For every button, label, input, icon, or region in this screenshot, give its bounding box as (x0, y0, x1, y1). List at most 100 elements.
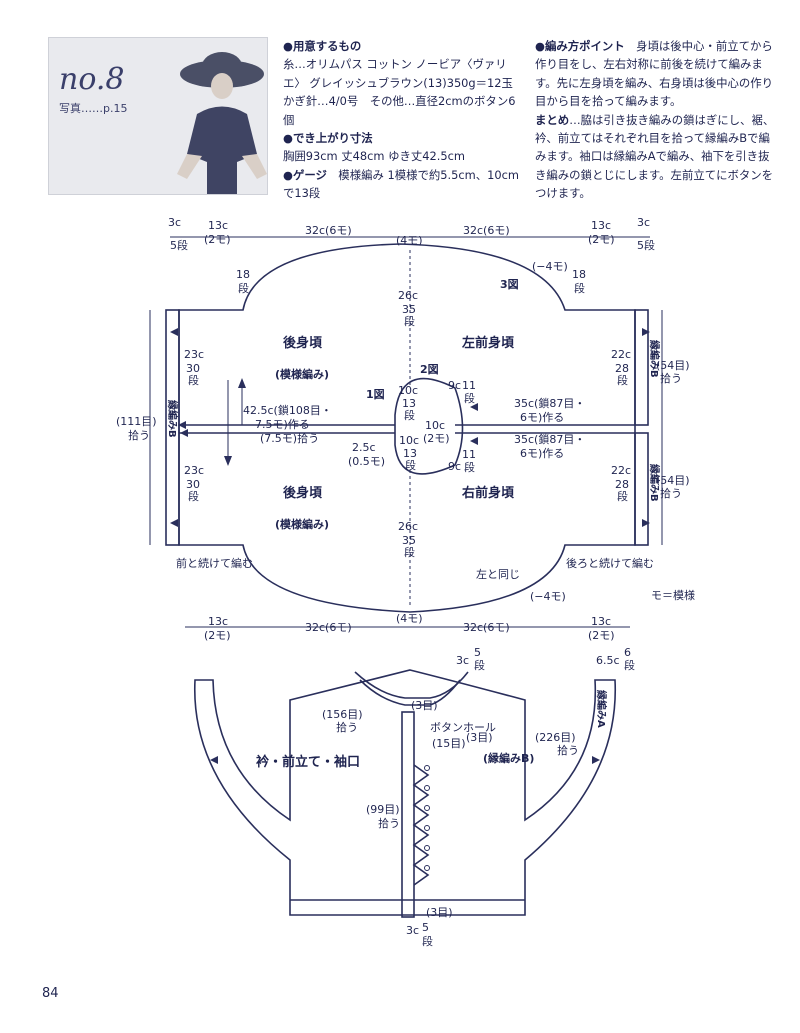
dim-top-32c-right: 32c(6モ) (463, 224, 510, 237)
dim-28-bot-dan: 段 (617, 489, 628, 503)
d2-5-top: 5 (474, 646, 481, 659)
pick-back: (7.5モ)拾う (260, 431, 319, 445)
dim-22-top: 22c (611, 348, 631, 361)
dim-26-top: 26c (398, 289, 418, 302)
knitting-points-section: ●編み方ポイント 身頃は後中心・前立てから作り目をし、左右対称に前後を続けて編み… (535, 37, 775, 203)
materials-section: ●用意するもの 糸…オリムパス コットン ノービア〈ヴァリエ〉 グレイッシュブラ… (283, 37, 523, 203)
gauge-title: ●ゲージ (283, 167, 327, 182)
dim-30-top-dan: 段 (188, 373, 199, 387)
dim-2mo: (2モ) (423, 432, 450, 445)
pick-54-a-b: 拾う (660, 371, 682, 385)
pick-111-b: 拾う (128, 428, 150, 442)
dim-35-top-dan: 段 (404, 314, 415, 328)
materials-title: ●用意するもの (283, 39, 362, 53)
dim-11-b: 11 (462, 448, 476, 461)
photo-reference: 写真……p.15 (59, 102, 128, 115)
dim-0-5: (0.5モ) (348, 455, 385, 468)
edge-b-right-bottom: 縁編みB (648, 464, 661, 502)
dim-2-5: 2.5c (352, 441, 376, 454)
dim-18-a: 18 (236, 268, 250, 281)
cont-back: 後ろと続けて編む (566, 556, 654, 570)
materials-other: その他…直径2cmのボタン6個 (283, 94, 516, 127)
edge-b-left: 縁編みB (166, 400, 179, 438)
dim-28-top-dan: 段 (617, 373, 628, 387)
dim-top-2mo: (2モ) (204, 233, 231, 246)
dim-18-b: 18 (572, 268, 586, 281)
dim-26-bot: 26c (398, 520, 418, 533)
d2-3c-top: 3c (456, 654, 469, 667)
pattern-number: no.8 (59, 62, 125, 97)
dim-35-bot: 35 (402, 534, 416, 547)
dim-18-b-dan: 段 (574, 281, 585, 295)
dim-28-top: 28 (615, 362, 629, 375)
back-bottom-label: 後身頃 (283, 485, 323, 501)
d2-title: 衿・前立て・袖口 (256, 754, 360, 770)
dim-top-32c-left: 32c(6モ) (305, 224, 352, 237)
dim-28-bot: 28 (615, 478, 629, 491)
d2-5-bot-dan: 段 (422, 934, 433, 948)
same-left: 左と同じ (476, 568, 520, 581)
d2-row3-top: (3目) (411, 699, 438, 712)
pick-54-a: (54目) (656, 359, 690, 372)
points-body: 身頃は後中心・前立てから作り目をし、左右対称に前後を続けて編みます。先に左身頃を… (535, 39, 774, 109)
d2-6: 6 (624, 646, 631, 659)
cast-front-a: 35c(鎖87目・ (514, 396, 585, 410)
dim-top-13c-right: 13c (591, 219, 611, 232)
front-left-label: 左前身頃 (462, 335, 515, 351)
fig3-label: 3図 (500, 277, 519, 291)
back-top-stitch: (模様編み) (275, 367, 329, 381)
dim-top-13c: 13c (208, 219, 228, 232)
dim-top-4mo: (4モ) (396, 234, 423, 247)
cast-front-b: 35c(鎖87目・ (514, 432, 585, 446)
dim-11-b-dan: 段 (464, 460, 475, 474)
dim-bot-13c-right: 13c (591, 615, 611, 628)
d2-buttonhole: ボタンホール (430, 721, 496, 734)
d2-edge-b: (縁編みB) (483, 751, 534, 765)
dim-top-5dan: 5段 (170, 238, 188, 252)
dim-bot-4mo: (4モ) (396, 612, 423, 625)
dim-23-bot: 23c (184, 464, 204, 477)
d2-pick-226: (226目) (535, 731, 576, 744)
d2-pick-99: (99目) (366, 803, 400, 816)
model-illustration (177, 52, 267, 194)
dim-35-top: 35 (402, 303, 416, 316)
dim-bot-32c-right: 32c(6モ) (463, 621, 510, 634)
dim-neg4-bottom: (−4モ) (530, 590, 566, 603)
dim-35-bot-dan: 段 (404, 545, 415, 559)
materials-hook: かぎ針…4/0号 (283, 94, 359, 109)
dim-top-2mo-right: (2モ) (588, 233, 615, 246)
edge-b-right-top: 縁編みB (648, 340, 661, 378)
dim-13-b-dan: 段 (405, 458, 416, 472)
finish-body: …脇は引き抜き編みの鎖はぎにし、裾、衿、前立てはそれぞれ目を拾って縁編みBで編み… (535, 112, 775, 201)
fig2-label: 2図 (420, 362, 439, 376)
fig1-label: 1図 (366, 387, 385, 401)
dim-9-b: 9c (448, 460, 461, 473)
cast-front-a-2: 6モ)作る (520, 411, 564, 424)
d2-edge-a: 縁編みA (595, 690, 608, 728)
d2-6-dan: 段 (624, 658, 635, 672)
d2-row3-bottom: (3目) (426, 906, 453, 919)
dim-11-a: 11 (462, 379, 476, 392)
d2-row3-mid: (3目) (466, 731, 493, 744)
dim-bot-2mo: (2モ) (204, 629, 231, 642)
legend: モ＝模様 (651, 589, 695, 602)
d2-pick-226-b: 拾う (557, 743, 579, 757)
cont-front: 前と続けて編む (176, 556, 253, 570)
dim-10-b: 10c (399, 434, 419, 447)
dim-9-a: 9c (448, 379, 461, 392)
materials-yarn: 糸…オリムパス コットン ノービア〈ヴァリエ〉 グレイッシュブラウン(13)35… (283, 57, 513, 90)
d2-6-5c: 6.5c (596, 654, 620, 667)
dim-10-a: 10c (398, 384, 418, 397)
dim-23-top: 23c (184, 348, 204, 361)
points-title: ●編み方ポイント (535, 39, 625, 53)
d2-pick-99-b: 拾う (378, 816, 400, 830)
pick-111: (111目) (116, 415, 157, 428)
size-text: 胸囲93cm 丈48cm ゆき丈42.5cm (283, 149, 466, 164)
d2-5-bot: 5 (422, 921, 429, 934)
cast-back-2: 7.5モ)作る (255, 418, 310, 431)
dim-13-a: 13 (402, 397, 416, 410)
dim-22-bot: 22c (611, 464, 631, 477)
front-right-label: 右前身頃 (461, 485, 515, 501)
d2-pick-156-b: 拾う (336, 720, 358, 734)
